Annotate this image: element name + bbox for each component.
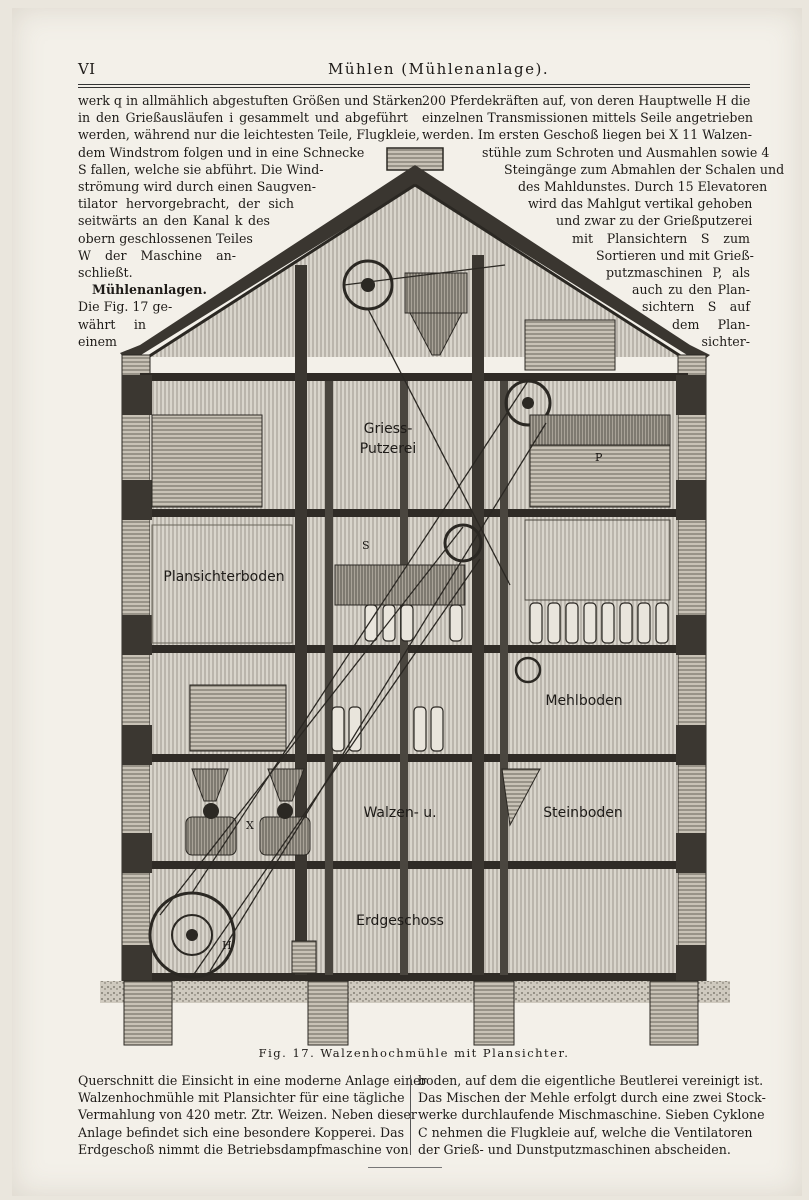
mark-h: H [222,939,232,952]
text-line: Querschnitt die Einsicht in eine moderne… [78,1073,427,1088]
top-left-column: werk q in allmählich abgestuften Größen … [78,92,423,350]
label-erdgeschoss: Erdgeschoss [356,913,444,929]
footer-rule [368,1167,442,1168]
text-line: währt in [78,316,146,332]
text-line: Anlage befindet sich eine besondere Kopp… [78,1124,405,1140]
figure-caption: Fig. 17. Walzenhochmühle mit Plansichter… [258,1046,570,1060]
text-line: strömung wird durch einen Saugven- [78,179,317,195]
text-line: W der Maschine an- [78,247,236,263]
running-header: VI Mühlen (Mühlenanlage). [78,60,750,80]
text-line: des Mahldunstes. Durch 15 Elevatoren [518,179,768,195]
label-mehlboden: Mehlboden [545,693,622,709]
label-plansichterboden: Plansichterboden [163,569,284,585]
text-line: wird das Mahlgut vertikal gehoben [528,196,753,212]
header-rule-2 [78,87,750,88]
text-line: putzmaschinen P, als [606,265,750,281]
running-title: Mühlen (Mühlenanlage). [328,60,550,78]
mark-x: X [246,819,254,832]
label-griess: Griess- [364,421,413,437]
label-walzen: Walzen- u. [363,805,436,821]
mark-s: S [362,539,370,552]
text-line: S fallen, welche sie abführt. Die Wind- [78,161,324,177]
header-rule-1 [78,84,750,85]
text-line: der Grieß- und Dunstputzmaschinen absche… [418,1141,731,1157]
mark-p: P [595,451,603,464]
column-divider [410,1075,411,1155]
text-line: 200 Pferdekräften auf, von deren Hauptwe… [422,93,751,108]
text-line: mit Plansichtern S zum [572,230,750,246]
text-line: werden, während nur die leichtesten Teil… [78,127,420,143]
text-line: Sortieren und mit Grieß- [596,247,754,263]
section-heading: Mühlenanlagen. [92,282,207,298]
text-line: und zwar zu der Grießputzerei [556,213,753,229]
text-line: schließt. [78,265,133,281]
text-line: dem Windstrom folgen und in eine Schneck… [78,144,365,160]
text-line: in den Grießausläufen i gesammelt und ab… [78,110,408,126]
text-line: Walzenhochmühle mit Plansichter für eine… [78,1090,405,1106]
text-line: stühle zum Schroten und Ausmahlen sowie … [482,144,770,160]
text-line: Das Mischen der Mehle erfolgt durch eine… [418,1090,766,1106]
text-line: seitwärts an den Kanal k des [78,213,270,229]
text-line: sichter- [701,333,750,349]
text-line: einzelnen Transmissionen mittels Seile a… [422,110,754,126]
text-line: Erdgeschoß nimmt die Betriebsdampfmaschi… [78,1141,409,1157]
bottom-right-column: boden, auf dem die eigentliche Beutlerei… [418,1072,766,1158]
text-line: werden. Im ersten Geschoß liegen bei X 1… [422,127,753,143]
text-line: sichtern S auf [642,299,750,315]
mill-cross-section-illustration: Griess- Putzerei Plansichterboden Mehlbo… [100,147,730,1046]
label-putzerei: Putzerei [360,441,416,457]
text-line: dem Plan- [672,316,750,332]
page-number: VI [78,60,96,78]
text-line: Steingänge zum Abmahlen der Schalen und [504,161,785,177]
top-right-column: 200 Pferdekräften auf, von deren Hauptwe… [422,92,785,350]
text-line: auch zu den Plan- [632,282,750,298]
text-line: werk q in allmählich abgestuften Größen … [78,93,423,108]
text-line: tilator hervorgebracht, der sich [78,196,294,212]
label-steinboden: Steinboden [543,805,623,821]
text-line: obern geschlossenen Teiles [78,230,253,246]
text-line: werke durchlaufende Mischmaschine. Siebe… [418,1107,765,1123]
text-line: einem [78,333,117,349]
text-line: boden, auf dem die eigentliche Beutlerei… [418,1073,764,1088]
text-line: C nehmen die Flugkleie auf, welche die V… [418,1124,753,1140]
text-line: Vermahlung von 420 metr. Ztr. Weizen. Ne… [78,1107,417,1123]
bottom-left-column: Querschnitt die Einsicht in eine moderne… [78,1072,427,1158]
